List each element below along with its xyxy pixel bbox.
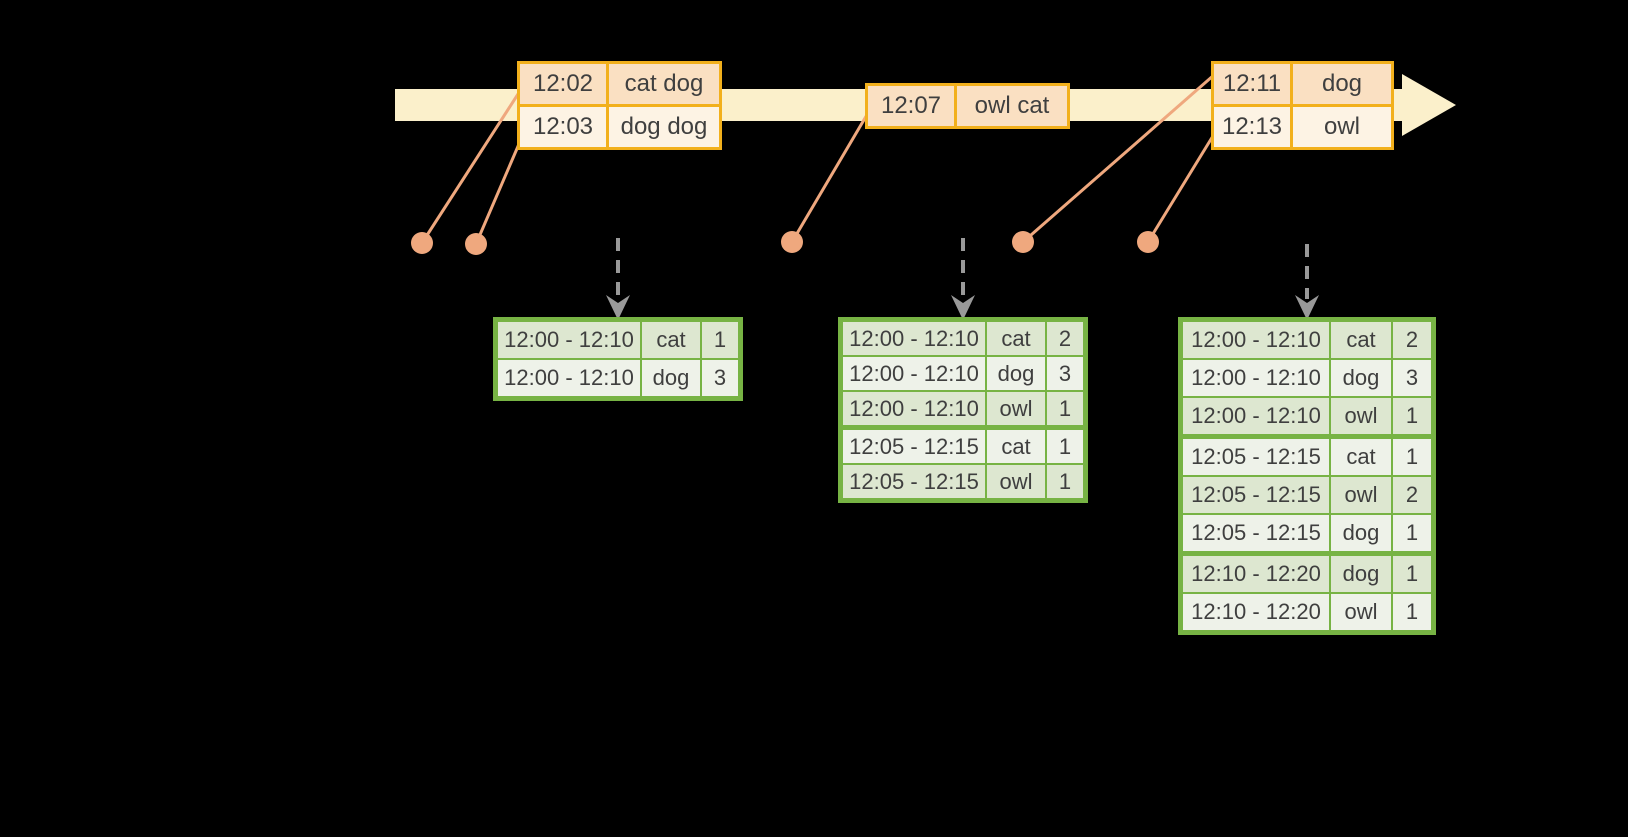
- result-window-cell: 12:00 - 12:10: [843, 322, 985, 355]
- result-word-cell: cat: [1331, 322, 1391, 358]
- trigger-arrow: [606, 238, 630, 320]
- result-count-cell: 3: [1393, 360, 1431, 396]
- result-word-cell: cat: [987, 430, 1045, 463]
- result-count-cell: 1: [1393, 398, 1431, 434]
- result-count-cell: 1: [1047, 465, 1083, 498]
- result-word-cell: dog: [1331, 515, 1391, 551]
- result-window-cell: 12:05 - 12:15: [843, 465, 985, 498]
- event-words-cell: owl: [1293, 107, 1391, 147]
- result-window-cell: 12:10 - 12:20: [1183, 556, 1329, 592]
- result-window-cell: 12:00 - 12:10: [498, 360, 640, 396]
- event-time-cell: 12:02: [520, 64, 606, 104]
- result-count-cell: 1: [1393, 515, 1431, 551]
- event-words-cell: cat dog: [609, 64, 719, 104]
- result-word-cell: dog: [1331, 556, 1391, 592]
- result-count-cell: 1: [702, 322, 738, 358]
- result-count-cell: 2: [1047, 322, 1083, 355]
- event-words-cell: owl cat: [957, 86, 1067, 126]
- result-word-cell: owl: [1331, 477, 1391, 513]
- result-count-cell: 3: [702, 360, 738, 396]
- result-window-cell: 12:05 - 12:15: [1183, 515, 1329, 551]
- event-time-cell: 12:07: [868, 86, 954, 126]
- result-count-cell: 2: [1393, 322, 1431, 358]
- event-connector-line: [420, 90, 522, 244]
- result-window-cell: 12:00 - 12:10: [843, 357, 985, 390]
- event-time-cell: 12:11: [1214, 64, 1290, 104]
- event-connector-line: [474, 136, 524, 245]
- event-time-dot: [411, 232, 433, 254]
- result-window-cell: 12:10 - 12:20: [1183, 594, 1329, 630]
- trigger-arrowhead-icon: [606, 295, 630, 320]
- result-word-cell: owl: [1331, 594, 1391, 630]
- event-connector-line: [1146, 130, 1218, 243]
- result-window-cell: 12:00 - 12:10: [1183, 322, 1329, 358]
- result-count-cell: 1: [1393, 556, 1431, 592]
- event-time-dot: [1012, 231, 1034, 253]
- event-time-axis-arrowhead-icon: [1402, 74, 1456, 136]
- result-count-cell: 2: [1393, 477, 1431, 513]
- result-word-cell: dog: [987, 357, 1045, 390]
- event-connector-line: [1022, 73, 1215, 244]
- result-window-cell: 12:00 - 12:10: [843, 392, 985, 425]
- result-word-cell: cat: [1331, 439, 1391, 475]
- event-time-cell: 12:13: [1214, 107, 1290, 147]
- event-words-cell: dog: [1293, 64, 1391, 104]
- result-window-cell: 12:00 - 12:10: [1183, 398, 1329, 434]
- trigger-arrowhead-icon: [1295, 295, 1319, 320]
- trigger-arrow: [1295, 244, 1319, 320]
- result-word-cell: dog: [1331, 360, 1391, 396]
- event-time-cell: 12:03: [520, 107, 606, 147]
- result-count-cell: 1: [1047, 430, 1083, 463]
- result-window-cell: 12:05 - 12:15: [1183, 439, 1329, 475]
- event-time-dot: [781, 231, 803, 253]
- trigger-arrowhead-icon: [951, 295, 975, 320]
- event-connector-line: [790, 112, 870, 243]
- event-time-dot: [465, 233, 487, 255]
- result-window-cell: 12:05 - 12:15: [1183, 477, 1329, 513]
- result-word-cell: cat: [642, 322, 700, 358]
- result-count-cell: 3: [1047, 357, 1083, 390]
- result-count-cell: 1: [1393, 439, 1431, 475]
- result-count-cell: 1: [1393, 594, 1431, 630]
- result-count-cell: 1: [1047, 392, 1083, 425]
- result-word-cell: owl: [987, 465, 1045, 498]
- result-word-cell: dog: [642, 360, 700, 396]
- result-word-cell: cat: [987, 322, 1045, 355]
- result-word-cell: owl: [1331, 398, 1391, 434]
- result-window-cell: 12:05 - 12:15: [843, 430, 985, 463]
- result-word-cell: owl: [987, 392, 1045, 425]
- event-time-dot: [1137, 231, 1159, 253]
- result-window-cell: 12:00 - 12:10: [1183, 360, 1329, 396]
- trigger-arrow: [951, 238, 975, 320]
- event-words-cell: dog dog: [609, 107, 719, 147]
- result-window-cell: 12:00 - 12:10: [498, 322, 640, 358]
